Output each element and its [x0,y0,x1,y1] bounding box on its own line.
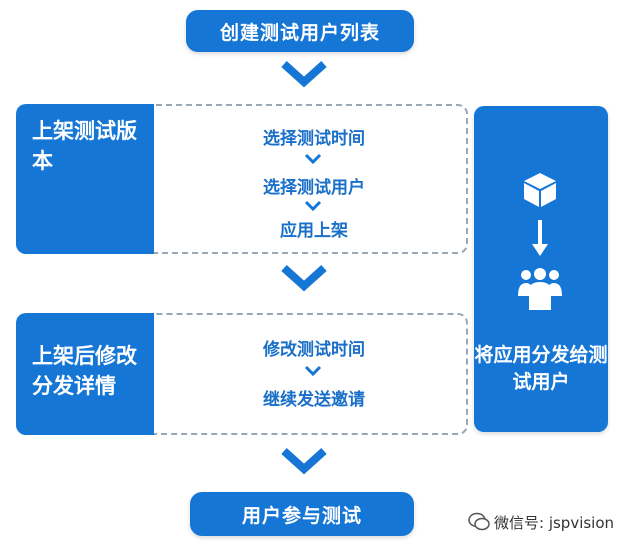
users-group-icon [518,268,562,310]
group1-step-2: 选择测试用户 [263,178,365,198]
group1-step-1: 选择测试时间 [263,129,365,149]
group2-step-1: 修改测试时间 [263,340,365,360]
wechat-icon [468,512,490,531]
small-down-chevron-icon [304,365,322,377]
group1-label: 上架测试版本 [32,119,137,173]
down-arrow-icon [532,220,548,256]
down-chevron-icon [281,265,327,292]
bottom-step-label: 用户参与测试 [241,504,362,527]
group2-label-block: 上架后修改分发详情 [16,313,154,435]
watermark-text: 微信号: jspvision [494,514,615,532]
top-step-pill: 创建测试用户列表 [186,10,414,52]
package-icon [524,173,556,207]
group2-step-2: 继续发送邀请 [263,390,365,410]
small-down-chevron-icon [304,153,322,165]
down-chevron-icon [281,448,327,475]
group1-step-3: 应用上架 [280,221,348,241]
bottom-step-pill: 用户参与测试 [190,492,414,536]
down-chevron-icon [281,61,327,88]
group2-label: 上架后修改分发详情 [32,344,137,398]
side-panel-label: 将应用分发给测试用户 [474,344,608,393]
group1-label-block: 上架测试版本 [16,104,154,254]
top-step-label: 创建测试用户列表 [219,21,380,44]
small-down-chevron-icon [304,200,322,212]
